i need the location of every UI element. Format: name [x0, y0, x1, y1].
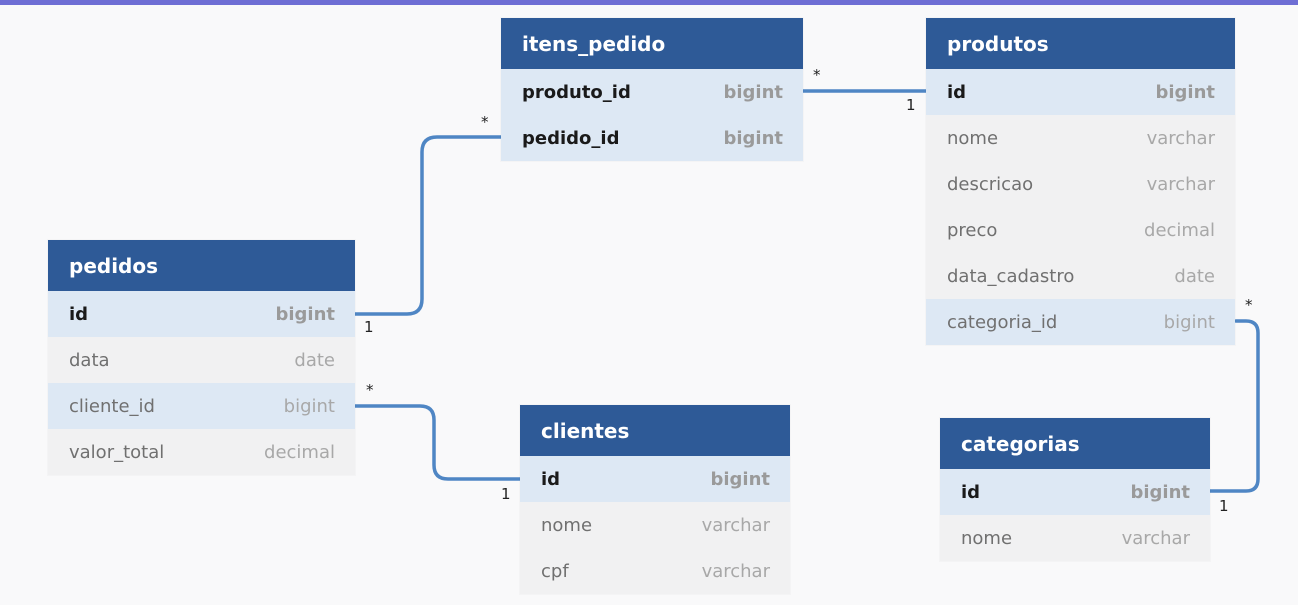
column-type: bigint [723, 127, 783, 149]
column-type: bigint [710, 468, 770, 490]
column-name: descricao [947, 173, 1034, 195]
column-name: produto_id [522, 81, 631, 103]
table-title[interactable]: clientes [520, 405, 790, 456]
cardinality-itens-pedido: * [481, 113, 489, 131]
column-name: data [69, 349, 110, 371]
column-row[interactable]: nome varchar [926, 115, 1235, 161]
column-type: varchar [701, 514, 770, 536]
column-row[interactable]: id bigint [926, 69, 1235, 115]
cardinality-produtos-categoria: * [1245, 296, 1253, 314]
column-type: decimal [264, 441, 335, 463]
rel-pedidos-clientes [353, 404, 522, 481]
column-name: nome [961, 527, 1013, 549]
cardinality-itens-produto: * [813, 66, 821, 84]
rel-produtos-categorias [1208, 319, 1260, 493]
column-row[interactable]: id bigint [940, 469, 1210, 515]
column-name: id [947, 81, 967, 103]
column-type: bigint [283, 395, 335, 417]
table-title[interactable]: produtos [926, 18, 1235, 69]
table-title[interactable]: categorias [940, 418, 1210, 469]
column-row[interactable]: valor_total decimal [48, 429, 355, 475]
column-row[interactable]: cliente_id bigint [48, 383, 355, 429]
column-type: date [294, 349, 335, 371]
table-itens-pedido[interactable]: itens_pedido produto_id bigint pedido_id… [501, 18, 803, 161]
cardinality-pedidos-id: 1 [364, 318, 374, 336]
column-type: decimal [1144, 219, 1215, 241]
column-name: nome [947, 127, 999, 149]
top-accent-bar [0, 0, 1298, 5]
column-name: id [541, 468, 561, 490]
column-row[interactable]: descricao varchar [926, 161, 1235, 207]
cardinality-categorias-id: 1 [1219, 497, 1229, 515]
column-row[interactable]: pedido_id bigint [501, 115, 803, 161]
column-row[interactable]: data_cadastro date [926, 253, 1235, 299]
table-pedidos[interactable]: pedidos id bigint data date cliente_id b… [48, 240, 355, 475]
table-clientes[interactable]: clientes id bigint nome varchar cpf varc… [520, 405, 790, 594]
column-type: varchar [1121, 527, 1190, 549]
column-name: preco [947, 219, 998, 241]
column-row[interactable]: nome varchar [520, 502, 790, 548]
column-row[interactable]: id bigint [48, 291, 355, 337]
column-name: data_cadastro [947, 265, 1075, 287]
rel-itens-pedidos [353, 135, 503, 316]
column-row[interactable]: data date [48, 337, 355, 383]
column-name: nome [541, 514, 593, 536]
column-type: date [1174, 265, 1215, 287]
column-row[interactable]: id bigint [520, 456, 790, 502]
column-row[interactable]: categoria_id bigint [926, 299, 1235, 345]
column-type: bigint [275, 303, 335, 325]
column-name: id [961, 481, 981, 503]
column-name: cpf [541, 560, 569, 582]
column-type: bigint [1155, 81, 1215, 103]
column-type: varchar [1146, 127, 1215, 149]
table-produtos[interactable]: produtos id bigint nome varchar descrica… [926, 18, 1235, 345]
column-row[interactable]: nome varchar [940, 515, 1210, 561]
column-name: pedido_id [522, 127, 620, 149]
cardinality-produtos-id: 1 [906, 96, 916, 114]
column-name: id [69, 303, 89, 325]
column-row[interactable]: produto_id bigint [501, 69, 803, 115]
cardinality-clientes-id: 1 [501, 485, 511, 503]
column-name: categoria_id [947, 311, 1058, 333]
table-categorias[interactable]: categorias id bigint nome varchar [940, 418, 1210, 561]
column-type: bigint [723, 81, 783, 103]
column-type: bigint [1163, 311, 1215, 333]
column-row[interactable]: preco decimal [926, 207, 1235, 253]
table-title[interactable]: itens_pedido [501, 18, 803, 69]
column-type: varchar [1146, 173, 1215, 195]
cardinality-pedidos-cliente: * [366, 381, 374, 399]
column-name: valor_total [69, 441, 165, 463]
column-name: cliente_id [69, 395, 155, 417]
column-type: varchar [701, 560, 770, 582]
column-row[interactable]: cpf varchar [520, 548, 790, 594]
table-title[interactable]: pedidos [48, 240, 355, 291]
column-type: bigint [1130, 481, 1190, 503]
